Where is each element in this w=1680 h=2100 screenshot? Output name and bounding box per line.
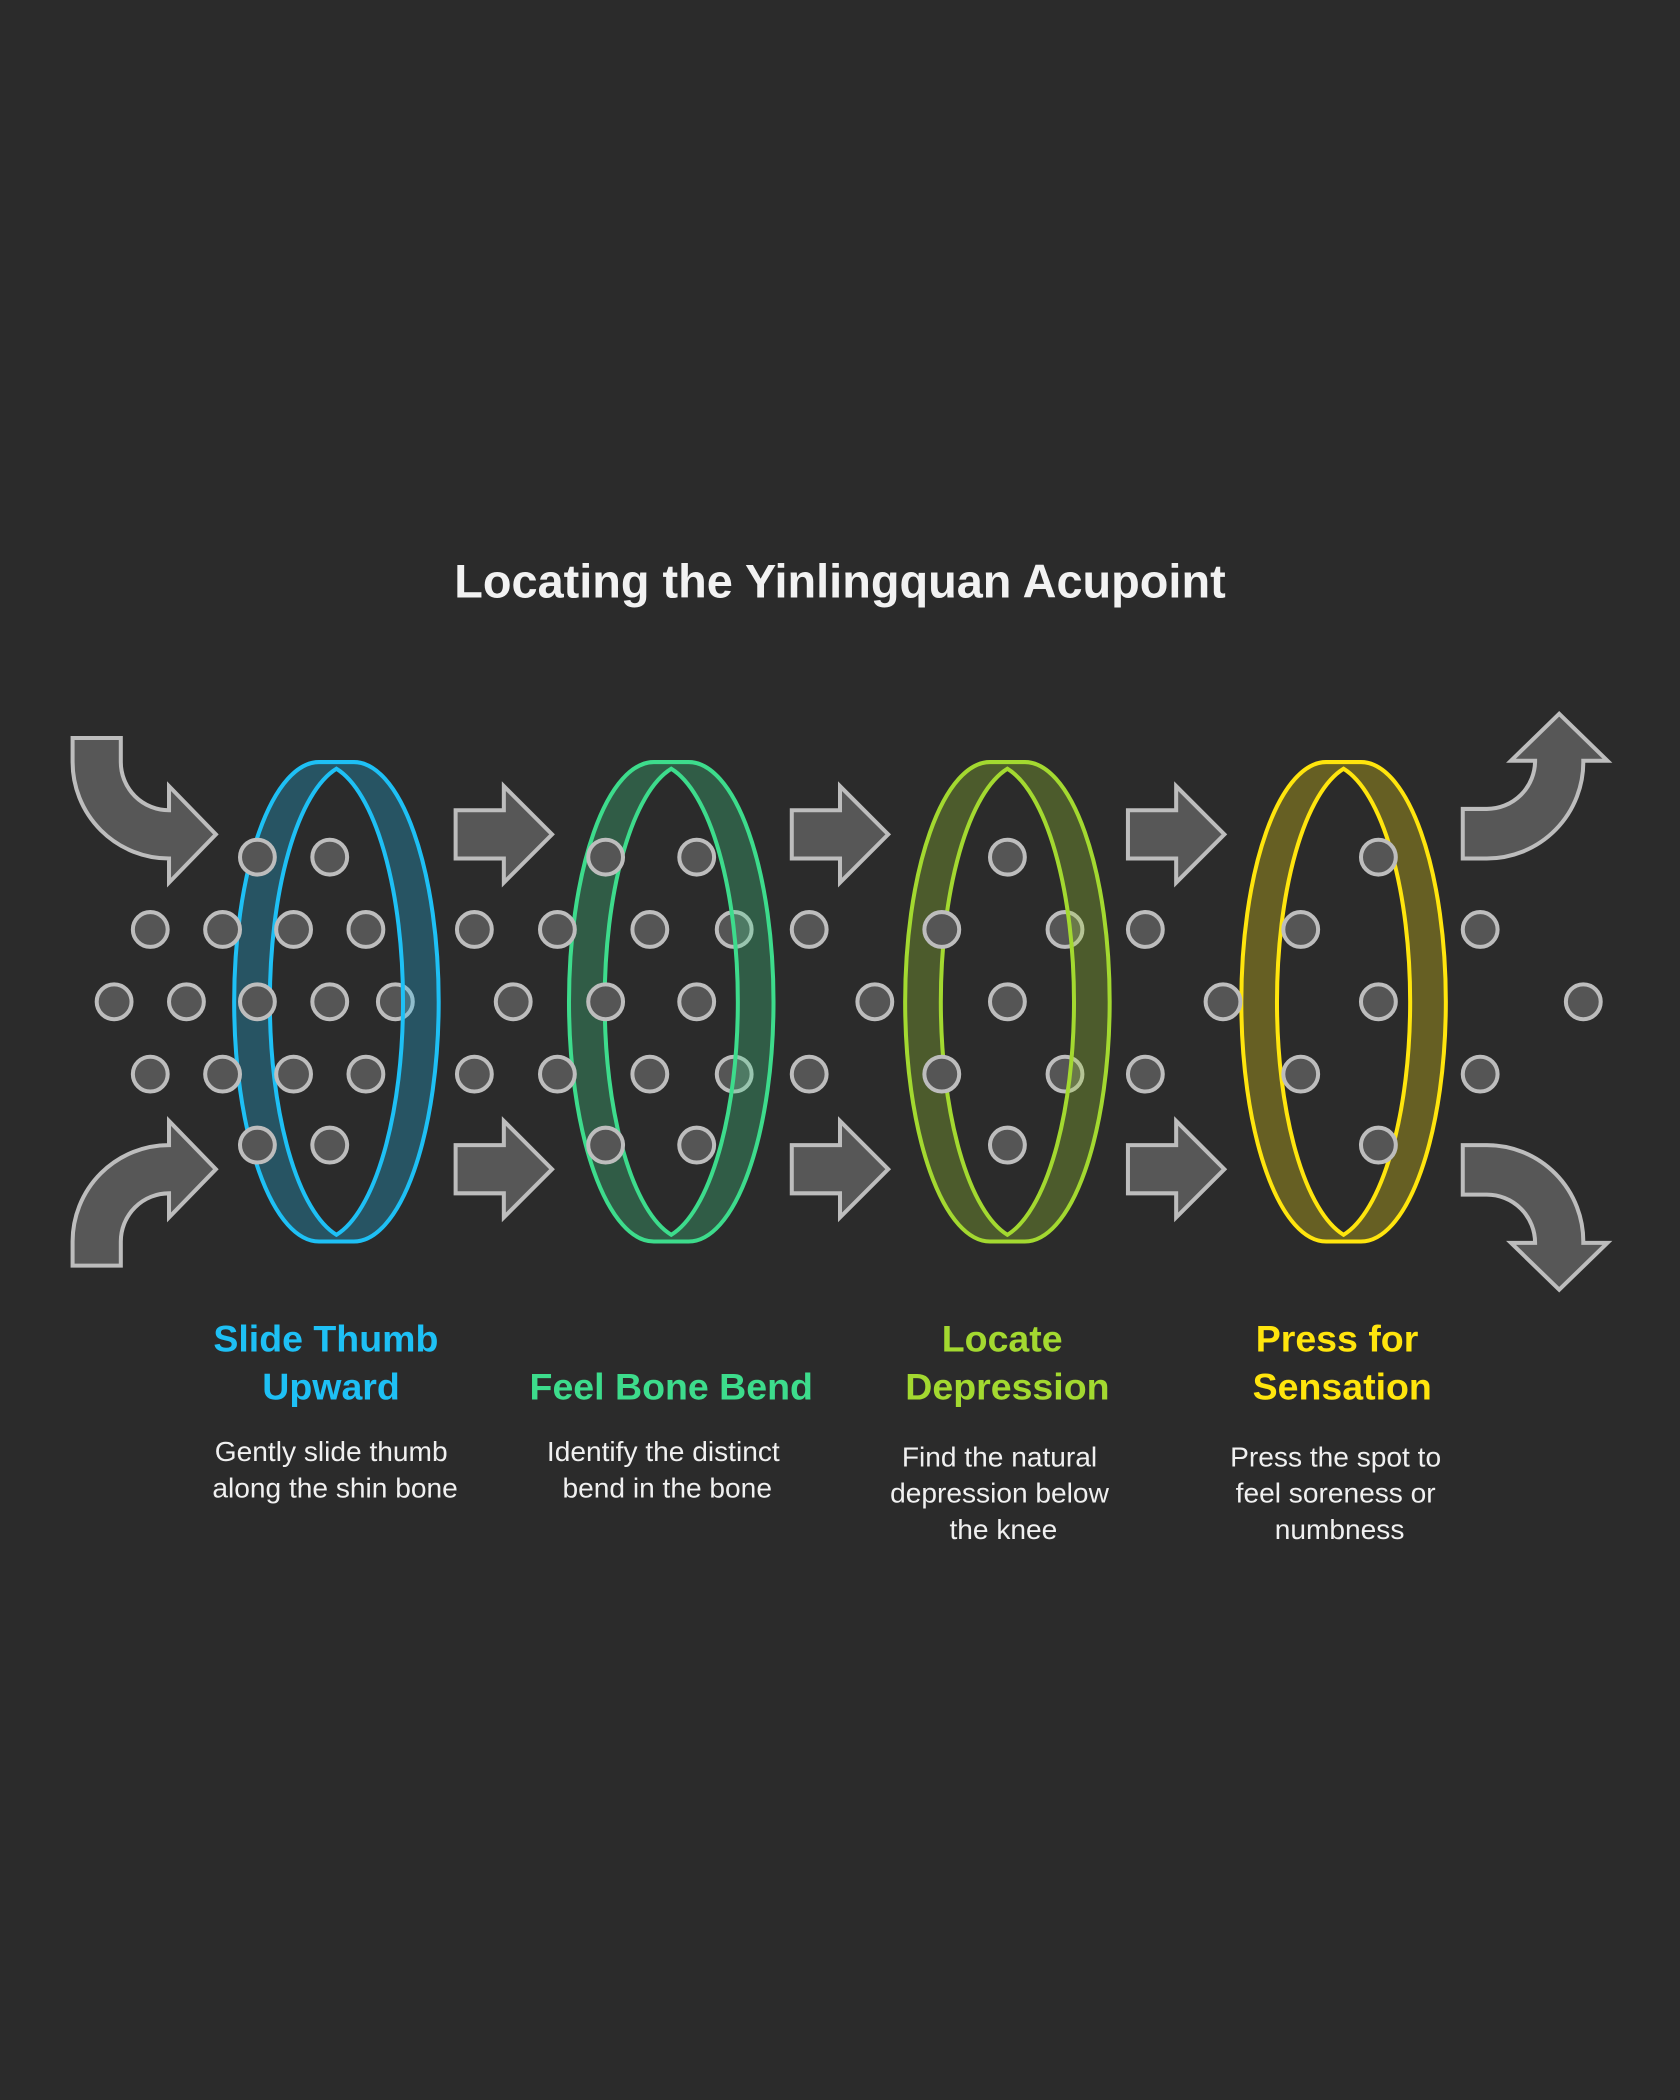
dot: [1125, 910, 1165, 949]
dot: [237, 982, 277, 1022]
dot: [630, 910, 670, 949]
dot: [1125, 1054, 1165, 1094]
step-3-ring: [903, 760, 1112, 1244]
step-2-ring: [567, 760, 776, 1244]
dot: [310, 1125, 350, 1165]
dot: [274, 910, 313, 949]
step-description-line: Find the natural: [902, 1442, 1097, 1473]
dot: [586, 1125, 626, 1165]
curved-arrow-in-bottom-icon: [70, 1116, 219, 1268]
step-4-ring: [1239, 760, 1448, 1244]
dot: [1358, 1125, 1398, 1165]
step-2-text: Feel Bone Bend Identify the distinct ben…: [530, 1366, 813, 1504]
dot: [677, 1125, 717, 1165]
dot: [987, 837, 1027, 877]
arrow-right-icon: [789, 1116, 892, 1223]
dot: [586, 982, 626, 1022]
arrow-right-icon: [453, 781, 555, 888]
dot: [677, 982, 717, 1022]
dot: [237, 837, 277, 877]
step-heading-line: Upward: [262, 1366, 400, 1408]
dot: [789, 1054, 829, 1094]
dot: [987, 1125, 1027, 1165]
dot: [1045, 1054, 1085, 1094]
step-heading-line: Press for: [1256, 1317, 1419, 1359]
step-3-text: Locate Depression Find the natural depre…: [890, 1317, 1117, 1545]
dot: [310, 982, 350, 1022]
dot: [310, 837, 350, 877]
dot: [1281, 910, 1321, 949]
dot: [855, 982, 895, 1022]
arrow-right-icon: [453, 1116, 555, 1223]
dot: [1045, 910, 1085, 949]
step-heading-line: Sensation: [1253, 1366, 1432, 1408]
dot: [537, 910, 577, 949]
step-1-text: Slide Thumb Upward Gently slide thumb al…: [212, 1317, 457, 1503]
arrow-right-icon: [1125, 781, 1228, 888]
svg-text:Find the natural depress: Find the natural depression below the kn…: [890, 1442, 1117, 1545]
arrow-right-icon: [1125, 1116, 1228, 1223]
svg-text:Feel Bone Bend: Feel Bone Bend: [530, 1366, 813, 1408]
dot: [1460, 910, 1500, 949]
step-description-line: the knee: [949, 1514, 1057, 1545]
svg-text:Identify the distinct be: Identify the distinct bend in the bone: [547, 1436, 788, 1503]
dot: [1563, 982, 1603, 1022]
dot: [677, 837, 717, 877]
svg-text:Press for Sensation: Press for Sensation: [1253, 1317, 1432, 1407]
step-description-line: Identify the distinct: [547, 1436, 780, 1467]
dot: [1358, 982, 1398, 1022]
dot: [94, 982, 134, 1022]
dot: [454, 910, 494, 949]
dot: [630, 1054, 670, 1094]
dot: [789, 910, 829, 949]
svg-text:Locate Depression: Locate Depression: [905, 1317, 1109, 1407]
dot: [1281, 1054, 1321, 1094]
step-heading-line: Depression: [905, 1366, 1109, 1408]
dot: [167, 982, 206, 1022]
dot: [237, 1125, 277, 1165]
diagram-title: Locating the Yinlingquan Acupoint: [454, 555, 1226, 607]
dot: [346, 910, 386, 949]
step-description-line: bend in the bone: [563, 1472, 772, 1503]
step-description-line: numbness: [1275, 1514, 1405, 1545]
dot: [274, 1054, 313, 1094]
step-heading-line: Slide Thumb: [213, 1317, 438, 1359]
step-description-line: Gently slide thumb: [215, 1436, 448, 1467]
dot: [130, 910, 170, 949]
step-description-line: Press the spot to: [1230, 1442, 1441, 1473]
step-description-line: depression below: [890, 1478, 1109, 1509]
step-heading-line: Feel Bone Bend: [530, 1366, 813, 1408]
dot: [537, 1054, 577, 1094]
dot: [493, 982, 533, 1022]
step-description-line: feel soreness or: [1236, 1478, 1436, 1509]
dot: [454, 1054, 494, 1094]
dot: [1460, 1054, 1500, 1094]
curved-arrow-in-top-icon: [70, 735, 219, 888]
dot: [203, 1054, 243, 1094]
dot: [1203, 982, 1243, 1022]
svg-text:Press the spot to feel s: Press the spot to feel soreness or numbn…: [1230, 1442, 1449, 1545]
dot: [203, 910, 243, 949]
dot: [130, 1054, 170, 1094]
curved-arrow-out-top-icon: [1460, 711, 1613, 861]
dot: [1358, 837, 1398, 877]
dot: [987, 982, 1027, 1022]
dot: [922, 1054, 962, 1094]
dot: [586, 837, 626, 877]
step-description-line: along the shin bone: [212, 1472, 457, 1503]
step-4-text: Press for Sensation Press the spot to fe…: [1230, 1317, 1449, 1545]
curved-arrow-out-bottom-icon: [1460, 1143, 1613, 1293]
arrow-right-icon: [789, 781, 892, 888]
dot: [922, 910, 962, 949]
step-heading-line: Locate: [942, 1317, 1063, 1359]
dot: [346, 1054, 386, 1094]
step-1-ring: [232, 760, 441, 1244]
svg-text:Slide Thumb Upward: Slide Thumb Upward: [213, 1317, 448, 1407]
svg-text:Gently slide thumb along: Gently slide thumb along the shin bone: [212, 1436, 457, 1503]
